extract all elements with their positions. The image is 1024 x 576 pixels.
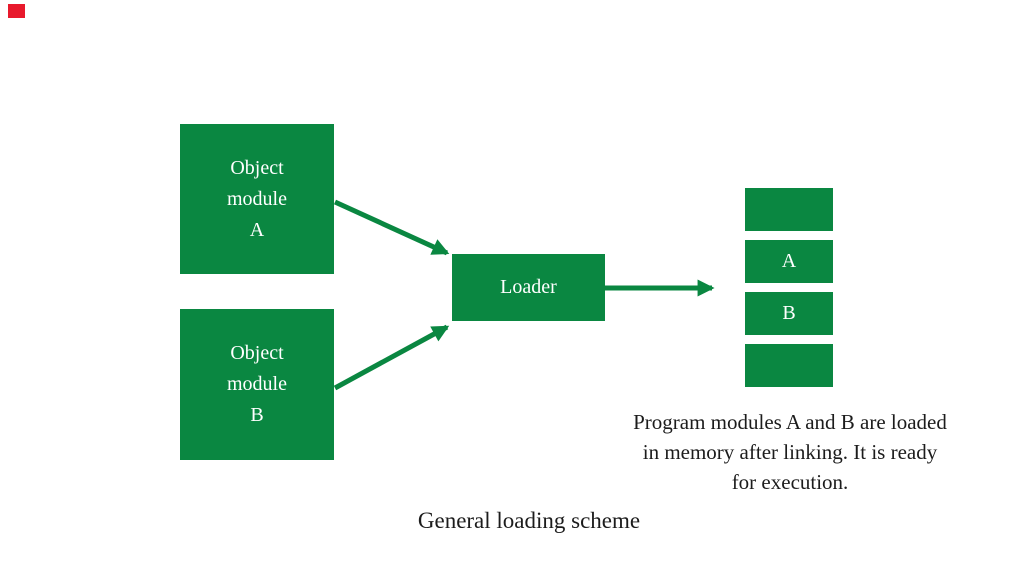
loader-box: Loader [452,254,605,321]
arrow-b-to-loader [333,324,450,391]
memory-cell-label: A [781,250,797,272]
object-module-a-box: Object module A [180,124,334,274]
red-corner-mark [8,4,25,18]
memory-cell-empty-bottom [745,344,833,387]
memory-cell-b: B [745,292,833,335]
description-text: Program modules A and B are loaded in me… [633,410,947,494]
memory-cell-label: B [782,302,796,324]
memory-cell-empty-top [745,188,833,231]
object-module-b-label: Object module B [227,342,287,426]
memory-cell-a: A [745,240,833,283]
object-module-a-label: Object module A [227,156,287,241]
arrow-a-to-loader [333,199,450,256]
memory-stack: A B [745,188,833,387]
diagram-caption: General loading scheme [417,508,641,533]
object-module-b-box: Object module B [180,309,334,460]
loader-label: Loader [500,276,557,298]
